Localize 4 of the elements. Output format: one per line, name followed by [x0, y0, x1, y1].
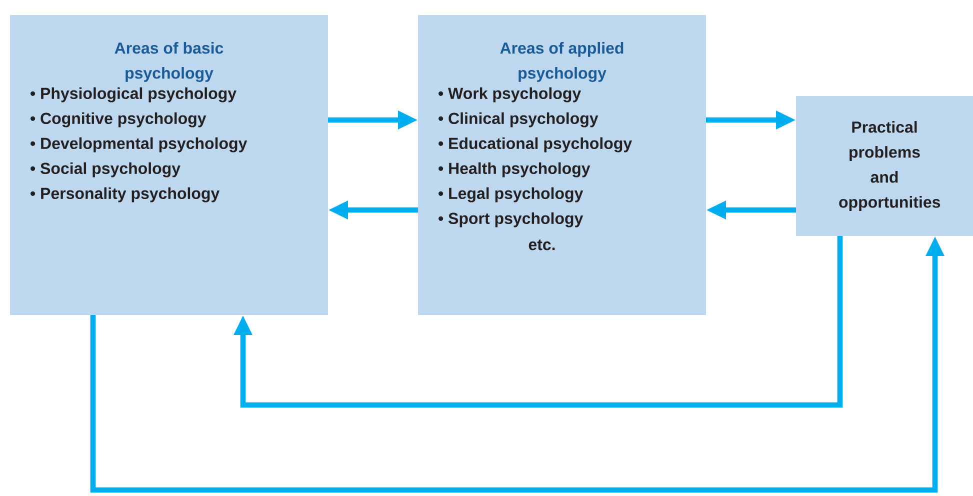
text-box: Areas of basic psychology • Physiological psychology • Cognitive psychology • Developmental psychology • Social psychology • Personality psychology [10, 15, 328, 315]
text-box: Practical problems and opportunities [796, 96, 973, 236]
text-box: Areas of applied psychology • Work psychology • Clinical psychology • Educational psychology • Health psychology • Legal psychology • Sport psychology etc. [418, 15, 706, 315]
arrow [234, 236, 843, 408]
